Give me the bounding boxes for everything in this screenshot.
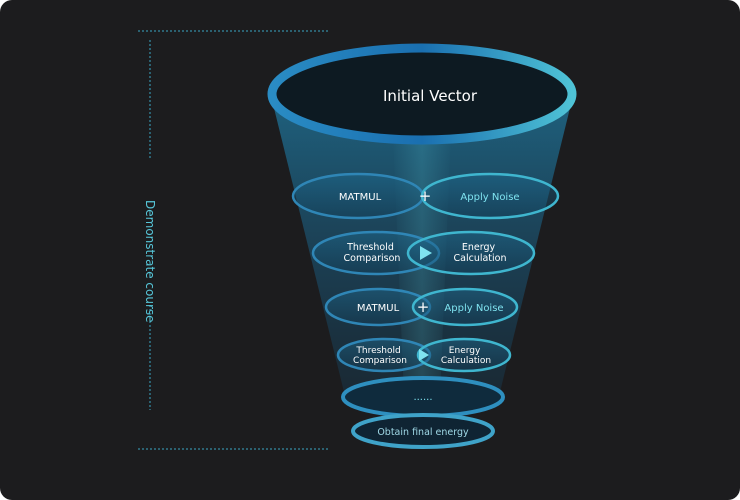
- stage-2-right-ring: [406, 230, 536, 276]
- initial-vector-label: Initial Vector: [383, 87, 478, 105]
- stage-row-1: MATMUL + Apply Noise: [291, 172, 560, 220]
- stage-row-4: Threshold Comparison Energy Calculation: [336, 337, 512, 373]
- stage-4-right-ring: [416, 337, 512, 373]
- stage-2-right-line-2: Calculation: [454, 253, 507, 264]
- final-energy-node: Obtain final energy: [351, 413, 495, 449]
- play-icon: [419, 349, 429, 361]
- stage-1-right-label: Apply Noise: [460, 192, 519, 203]
- stage-4-right-label: Energy Calculation: [441, 346, 491, 366]
- ellipsis-label: ......: [413, 392, 432, 403]
- ellipsis-node: ......: [341, 376, 505, 418]
- stage-3-right-ring: [411, 287, 519, 327]
- stage-2-left-line-2: Comparison: [344, 253, 401, 264]
- stage-1-left-label: MATMUL: [339, 192, 382, 203]
- stage-3-right-label: Apply Noise: [444, 303, 503, 314]
- stage-2-left-label: Threshold Comparison: [344, 242, 401, 264]
- stage-2-right-line-1: Energy: [462, 242, 496, 253]
- final-energy-label: Obtain final energy: [377, 427, 469, 438]
- demonstrate-course-label: Demonstrate course: [143, 200, 157, 323]
- stage-4-left-line-1: Threshold: [355, 346, 400, 356]
- plus-icon: +: [417, 298, 430, 316]
- stage-1-right-ring: [420, 172, 560, 220]
- stage-3-left-label: MATMUL: [357, 303, 400, 314]
- stage-row-2: Threshold Comparison Energy Calculation: [311, 230, 536, 276]
- initial-vector-node: Initial Vector: [267, 43, 577, 145]
- stage-4-left-line-2: Comparison: [353, 356, 407, 366]
- side-bracket: [138, 30, 328, 450]
- stage-4-right-line-2: Calculation: [441, 356, 491, 366]
- play-icon: [420, 246, 432, 260]
- stage-4-right-line-1: Energy: [449, 346, 481, 356]
- plus-icon: +: [419, 187, 432, 205]
- stage-row-3: MATMUL + Apply Noise: [324, 287, 519, 327]
- stage-2-right-label: Energy Calculation: [454, 242, 507, 264]
- stage-4-left-label: Threshold Comparison: [353, 346, 407, 366]
- stage-2-left-line-1: Threshold: [346, 242, 394, 253]
